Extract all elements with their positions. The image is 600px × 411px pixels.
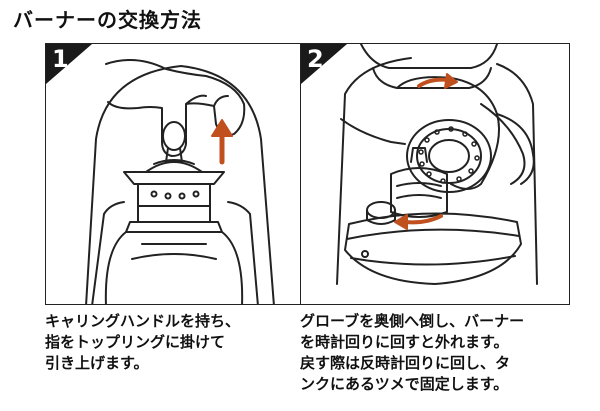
step-2-caption-line: グローブを奥側へ倒し、バーナー: [300, 312, 525, 330]
step-1-badge: 1: [46, 44, 92, 84]
step-2-badge: 2: [301, 44, 347, 84]
burner-disc: [406, 119, 492, 193]
step-1-caption-line: 引き上げます。: [45, 354, 149, 372]
carrying-handle: [85, 65, 275, 304]
lantern-lift-drawing: [85, 59, 275, 304]
step-2-caption-line: 戻す際は反時計回りに回し、タ: [300, 354, 511, 372]
top-knob: [162, 121, 186, 151]
step-1-caption-line: 指をトップリングに掛けて: [45, 333, 226, 351]
step-2-caption: グローブを奥側へ倒し、バーナー を時計回りに回すと外れます。 戻す際は反時計回り…: [300, 311, 590, 395]
rotate-arrow-bottom: [403, 214, 443, 225]
step-1-caption-line: キャリングハンドルを持ち、: [45, 312, 241, 330]
step-2-illustration: 2: [300, 43, 570, 305]
burner-body: [390, 167, 448, 218]
fuel-tank: [344, 212, 522, 285]
step-2-caption-line: を時計回りに回すと外れます。: [300, 333, 509, 351]
top-cap: [123, 171, 225, 185]
step-2-caption-line: ンクにあるツメで固定します。: [300, 375, 509, 393]
lantern-burner-drawing: [336, 44, 538, 285]
glass-globe: [104, 231, 127, 304]
step-1-caption: キャリングハンドルを持ち、 指をトップリングに掛けて 引き上げます。: [45, 311, 290, 374]
frame-wire: [336, 57, 412, 285]
step-1-illustration: 1: [45, 43, 315, 305]
page-title: バーナーの交換方法: [13, 8, 202, 32]
